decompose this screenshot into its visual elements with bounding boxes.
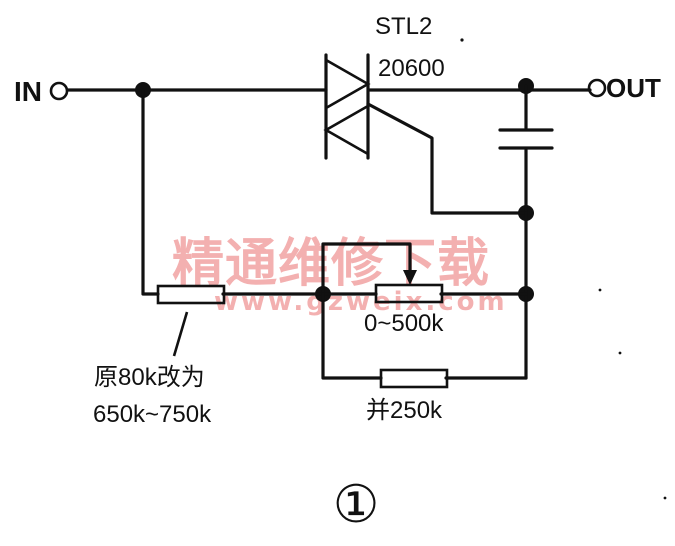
watermark: 精通维修下载 www.gzweix.com <box>172 234 508 317</box>
parallel-branch <box>321 292 528 389</box>
resistor-note-line1: 原80k改为 <box>94 364 205 391</box>
watermark-url: www.gzweix.com <box>214 287 508 317</box>
device-label-line2: 20600 <box>378 55 445 82</box>
input-label: IN <box>14 76 42 107</box>
stray-mark <box>663 496 667 500</box>
capacitor-symbol <box>498 84 554 380</box>
fixed-resistor <box>156 284 226 305</box>
stray-mark <box>598 288 602 292</box>
resistor-pointer <box>172 311 189 357</box>
left-branch <box>141 88 325 296</box>
device-label-line1: STL2 <box>375 13 432 40</box>
resistor-note-line2: 650k~750k <box>93 401 212 428</box>
potentiometer <box>321 242 528 304</box>
output-terminal <box>587 78 607 98</box>
input-terminal <box>49 81 69 101</box>
gate-lead <box>366 102 528 215</box>
stray-mark <box>460 38 464 42</box>
figure-number: ① <box>333 476 380 534</box>
diac-symbol <box>323 53 371 160</box>
stray-mark <box>618 351 622 355</box>
pot-value-label: 0~500k <box>364 310 444 337</box>
parallel-resistor-label: 并250k <box>366 397 443 424</box>
output-label: OUT <box>606 73 661 103</box>
